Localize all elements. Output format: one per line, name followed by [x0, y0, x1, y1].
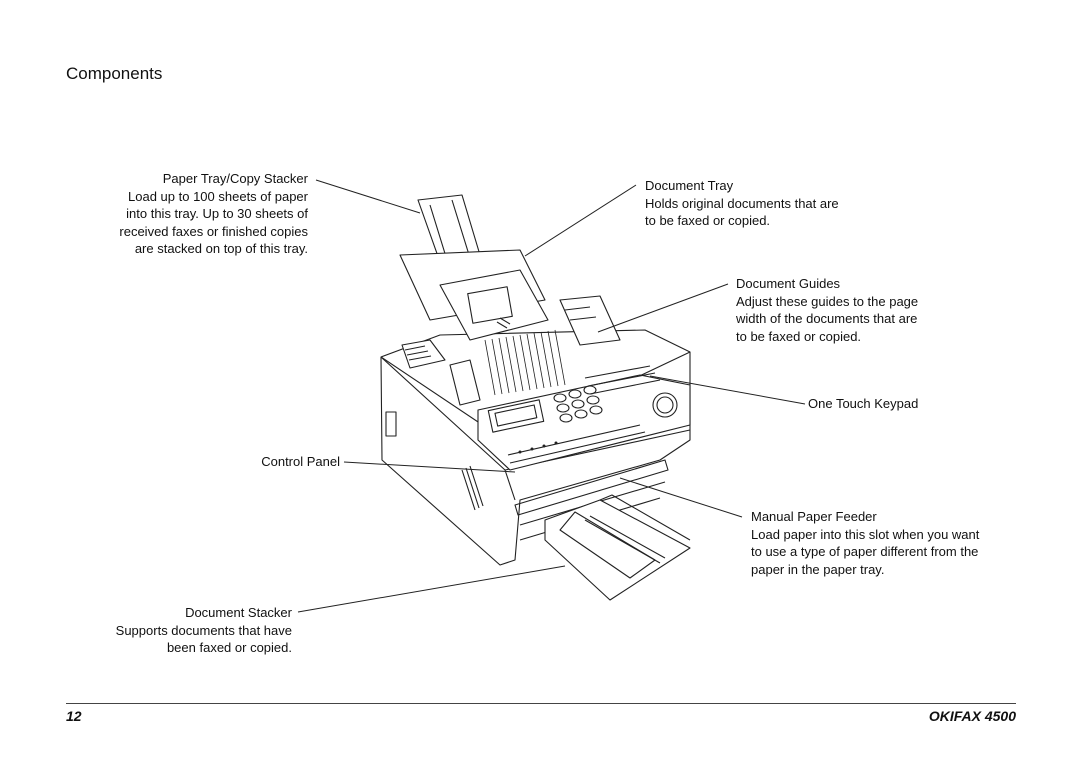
- callout-one-touch-keypad: One Touch Keypad: [808, 395, 918, 413]
- callout-manual-paper-feeder-heading: Manual Paper Feeder: [751, 509, 877, 524]
- callout-document-guides: Document Guides Adjust these guides to t…: [736, 275, 918, 345]
- page-title: Components: [66, 64, 163, 83]
- callout-document-tray-text: to be faxed or copied.: [645, 213, 771, 228]
- callout-document-stacker-text: been faxed or copied.: [166, 640, 292, 655]
- callout-paper-tray-text: received faxes or finished copies: [119, 223, 308, 239]
- callout-document-tray-heading: Document Tray: [645, 178, 734, 193]
- page-number: 12: [66, 708, 82, 724]
- callout-document-stacker: Document Stacker Supports documents that…: [116, 604, 292, 657]
- callout-paper-tray: Paper Tray/Copy Stacker Load up to 100 s…: [119, 170, 308, 258]
- callout-manual-paper-feeder-text: paper in the paper tray.: [751, 561, 885, 577]
- callout-paper-tray-text: into this tray. Up to 30 sheets of: [126, 206, 308, 221]
- callout-one-touch-keypad-heading: One Touch Keypad: [808, 396, 919, 411]
- callout-document-guides-text: width of the documents that are: [736, 311, 918, 326]
- callout-document-tray-text: Holds original documents that are: [645, 195, 839, 211]
- callout-manual-paper-feeder-text: to use a type of paper different from th…: [751, 544, 979, 559]
- callout-paper-tray-text: Load up to 100 sheets of paper: [128, 188, 308, 204]
- callout-document-guides-heading: Document Guides: [736, 276, 841, 291]
- footer-divider: [66, 703, 1016, 704]
- callout-manual-paper-feeder-text: Load paper into this slot when you want: [751, 526, 980, 542]
- callout-paper-tray-heading: Paper Tray/Copy Stacker: [162, 171, 308, 186]
- callout-document-guides-text: Adjust these guides to the page: [736, 293, 919, 309]
- callout-control-panel-heading: Control Panel: [261, 454, 340, 469]
- callout-control-panel: Control Panel: [261, 453, 340, 471]
- callout-document-stacker-heading: Document Stacker: [185, 605, 292, 620]
- callout-paper-tray-text: are stacked on top of this tray.: [134, 241, 308, 256]
- callout-document-stacker-text: Supports documents that have: [115, 622, 292, 638]
- callout-document-tray: Document Tray Holds original documents t…: [645, 177, 839, 230]
- product-name: OKIFAX 4500: [928, 708, 1016, 724]
- callout-manual-paper-feeder: Manual Paper Feeder Load paper into this…: [751, 508, 979, 578]
- callout-document-guides-text: to be faxed or copied.: [736, 328, 862, 344]
